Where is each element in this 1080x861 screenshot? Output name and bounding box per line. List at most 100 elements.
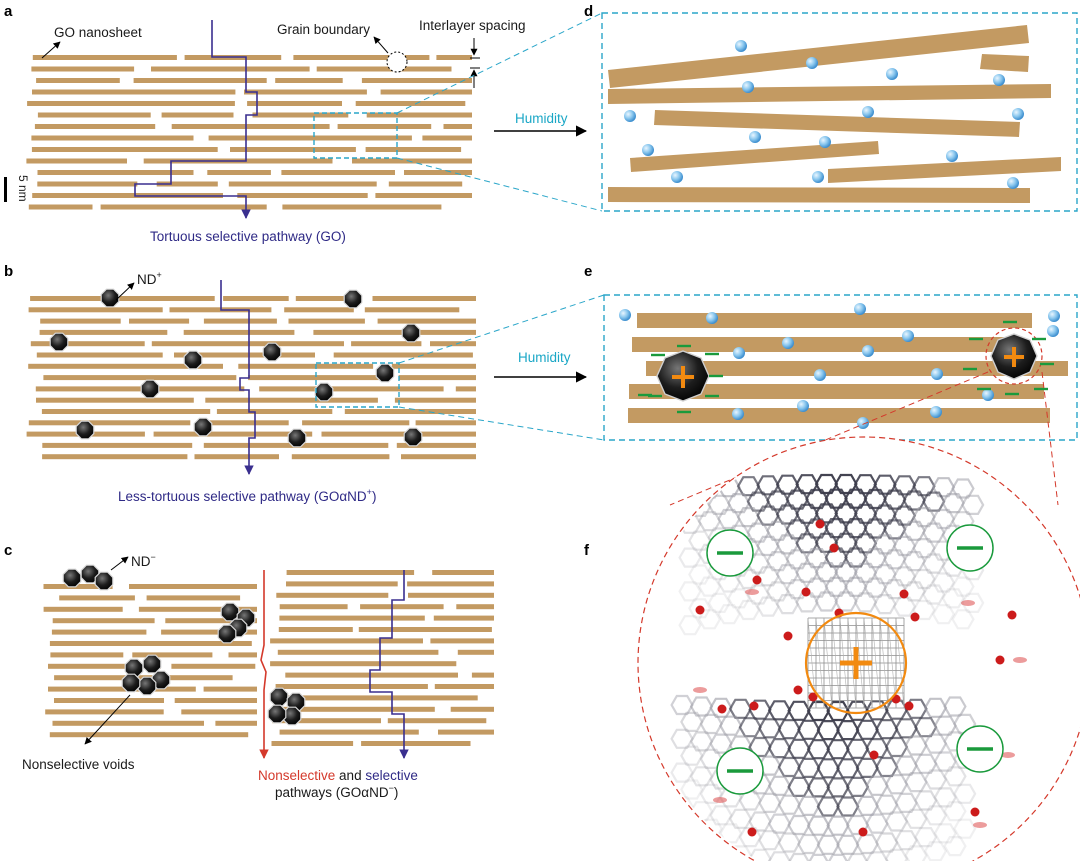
carbon-ring	[912, 476, 936, 497]
carbon-ring	[756, 475, 780, 496]
carbon-ring	[834, 591, 858, 612]
carbon-ring	[892, 535, 917, 557]
carbon-ring	[670, 830, 694, 851]
water-droplet-icon	[806, 57, 818, 69]
carbon-ring	[941, 588, 965, 609]
go-sheet	[387, 718, 487, 724]
carbon-ring	[904, 735, 928, 756]
oxygen-atom	[793, 685, 803, 695]
go-sheet	[28, 420, 191, 426]
carbon-ring	[933, 715, 957, 736]
go-sheet	[161, 629, 257, 635]
water-droplet-icon	[742, 81, 754, 93]
oxygen-atom	[693, 687, 707, 693]
carbon-ring	[914, 753, 938, 774]
carbon-ring	[834, 561, 858, 583]
carbon-ring	[816, 834, 840, 855]
carbon-ring	[855, 795, 879, 817]
carbon-ring	[805, 488, 829, 510]
carbon-ring	[914, 826, 938, 848]
carbon-ring	[797, 833, 821, 855]
carbon-ring	[834, 473, 858, 495]
carbon-ring	[738, 717, 762, 738]
carbon-ring	[775, 564, 800, 585]
zoom-connector-e-top	[398, 294, 605, 364]
carbon-ring	[816, 758, 840, 779]
water-droplet-icon	[1012, 108, 1024, 120]
zoom-source-circle	[985, 327, 1043, 385]
carbon-ring	[785, 549, 809, 570]
carbon-ring	[912, 537, 936, 559]
negative-charge-badge-4	[956, 725, 1004, 773]
carbon-ring	[670, 762, 694, 783]
nanodiamond-icon	[62, 568, 82, 588]
carbon-ring	[805, 518, 829, 539]
go-sheet	[361, 741, 471, 746]
go-sheet	[32, 55, 177, 60]
carbon-ring	[797, 719, 821, 740]
carbon-ring	[736, 599, 761, 621]
carbon-ring	[931, 572, 956, 593]
oxygen-atom	[717, 704, 727, 714]
carbon-ring	[814, 473, 839, 495]
grain-boundary-marker	[386, 51, 408, 73]
carbon-ring	[883, 489, 907, 510]
carbon-ring	[806, 853, 831, 861]
carbon-ring	[787, 738, 811, 759]
nd-minus-label: ND−	[131, 552, 156, 569]
carbon-ring	[873, 534, 897, 555]
go-sheet	[415, 420, 476, 426]
water-droplet-icon	[946, 150, 958, 162]
go-sheet	[288, 318, 365, 324]
nanodiamond-icon	[375, 363, 395, 383]
carbon-ring	[912, 599, 936, 621]
go-sheet	[36, 352, 163, 358]
nanodiamond-positive-group	[49, 288, 423, 448]
go-sheet	[41, 409, 211, 414]
carbon-ring	[758, 830, 782, 851]
go-sheet	[270, 661, 457, 667]
carbon-ring	[680, 745, 704, 766]
carbon-ring	[834, 503, 858, 524]
carbon-ring	[766, 520, 790, 541]
go-sheet	[365, 147, 462, 152]
carbon-ring	[748, 811, 772, 832]
go-sheet	[223, 296, 289, 301]
carbon-ring	[775, 593, 800, 615]
oxygen-atom	[899, 589, 909, 599]
water-droplet-icon	[854, 303, 866, 315]
go-sheet	[161, 112, 234, 118]
oxygen-atom	[749, 701, 759, 711]
oxygen-atom	[1007, 610, 1017, 620]
grain-boundary-arrow	[373, 36, 389, 54]
carbon-ring	[697, 576, 722, 597]
go-sheet	[455, 386, 476, 392]
oxygen-atom	[1013, 657, 1027, 663]
water-droplet-icon	[812, 171, 824, 183]
go-sheet	[394, 397, 476, 403]
go-sheet	[174, 352, 315, 358]
go-sheets-with-nd	[628, 313, 1068, 423]
nonselective-pathway-line	[259, 570, 269, 759]
go-sheet	[244, 89, 367, 95]
oxygen-atom	[815, 519, 825, 529]
carbon-ring	[689, 696, 714, 717]
carbon-ring	[707, 592, 731, 614]
carbon-ring	[933, 823, 957, 844]
carbon-ring	[699, 713, 723, 735]
carbon-ring	[814, 503, 839, 524]
go-sheet	[438, 729, 494, 735]
go-sheet	[32, 89, 236, 95]
carbon-ring	[758, 792, 782, 814]
negative-charges-e	[638, 320, 1054, 414]
carbon-ring	[883, 519, 907, 540]
go-sheet	[351, 341, 422, 347]
go-sheet	[271, 741, 354, 746]
go-sheet	[361, 78, 472, 83]
water-droplet-icon	[993, 74, 1005, 86]
go-sheet	[285, 672, 458, 678]
lattice-line	[871, 617, 881, 709]
go-sheet	[404, 170, 472, 175]
nanodiamond-icon	[183, 350, 203, 370]
